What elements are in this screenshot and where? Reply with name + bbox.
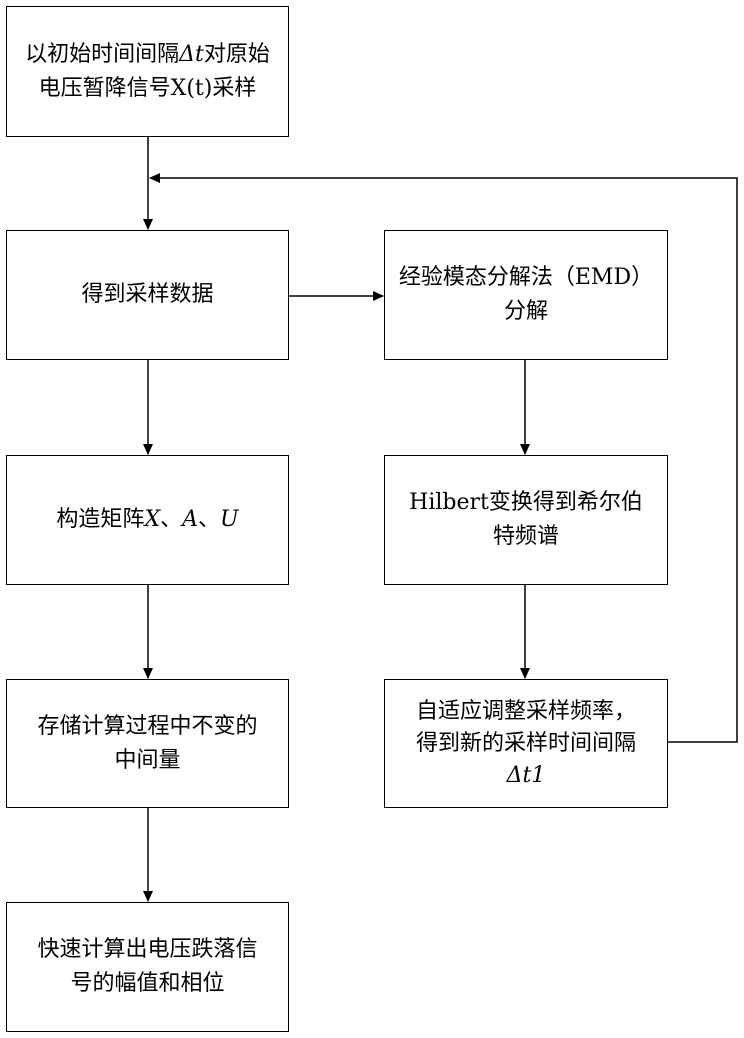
node-store-invariants-line1: 存储计算过程中不变的 xyxy=(37,710,257,744)
node-sample-original: 以初始时间间隔Δt对原始 电压暂降信号X(t)采样 xyxy=(6,6,289,137)
separator-2: 、 xyxy=(198,507,220,532)
delta-t-symbol: Δt xyxy=(179,42,204,67)
node-adapt-line1: 自适应调整采样频率， xyxy=(416,696,636,728)
node-fast-compute-line2: 号的幅值和相位 xyxy=(37,967,257,1001)
node-adapt-line2: 得到新的采样时间间隔 xyxy=(416,728,636,760)
node-get-samples-label: 得到采样数据 xyxy=(81,278,213,312)
node-sample-original-line1-prefix: 以初始时间间隔 xyxy=(25,42,179,67)
matrix-u-symbol: U xyxy=(220,507,239,532)
node-hilbert: Hilbert变换得到希尔伯 特频谱 xyxy=(384,455,668,585)
separator-1: 、 xyxy=(160,507,182,532)
node-sample-original-line1-suffix: 对原始 xyxy=(204,42,270,67)
node-emd: 经验模态分解法（EMD） 分解 xyxy=(384,230,668,360)
node-hilbert-line1: Hilbert变换得到希尔伯 xyxy=(409,486,643,520)
matrix-x-symbol: X xyxy=(144,507,160,532)
node-build-matrix-prefix: 构造矩阵 xyxy=(56,507,144,532)
node-emd-line1: 经验模态分解法（EMD） xyxy=(399,261,653,295)
node-store-invariants: 存储计算过程中不变的 中间量 xyxy=(6,679,289,808)
matrix-a-symbol: A xyxy=(182,507,198,532)
node-fast-compute-line1: 快速计算出电压跌落信 xyxy=(37,933,257,967)
node-adapt: 自适应调整采样频率， 得到新的采样时间间隔 Δt1 xyxy=(384,679,668,808)
node-hilbert-line2: 特频谱 xyxy=(409,520,643,554)
delta-t1-symbol: Δt1 xyxy=(416,760,636,792)
node-sample-original-line2: 电压暂降信号X(t)采样 xyxy=(25,72,270,106)
node-emd-line2: 分解 xyxy=(399,295,653,329)
node-get-samples: 得到采样数据 xyxy=(6,230,289,360)
node-build-matrix: 构造矩阵X、A、U xyxy=(6,455,289,585)
node-fast-compute: 快速计算出电压跌落信 号的幅值和相位 xyxy=(6,902,289,1032)
node-store-invariants-line2: 中间量 xyxy=(37,744,257,778)
